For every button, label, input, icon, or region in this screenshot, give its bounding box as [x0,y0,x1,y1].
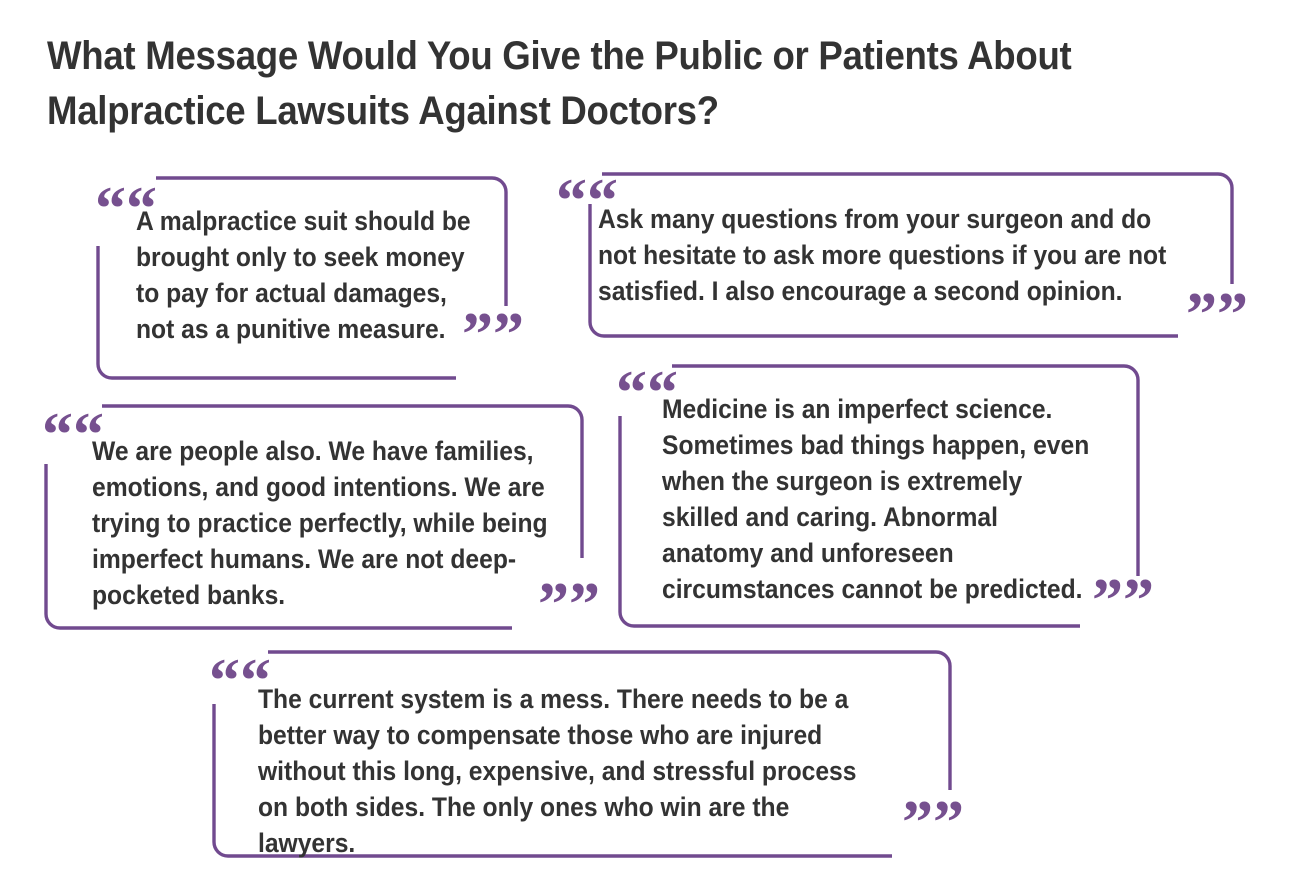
page-title: What Message Would You Give the Public o… [47,34,1072,134]
quote-card-2: “ Ask many questions from your surgeon a… [587,170,1248,346]
quote-open-mark-2: “ [556,170,618,232]
quote-text-5: The current system is a mess. There need… [258,684,857,858]
quote-open-mark-4: “ [616,362,678,424]
quote-open-mark-5: “ [209,650,271,712]
quote-card-1: “ A malpractice suit should be brought o… [95,176,524,380]
quote-close-mark-1: ” [462,304,524,366]
quote-close-mark-4: ” [1092,570,1154,632]
quote-close-mark-5: ” [902,792,964,854]
quote-text-2: Ask many questions from your surgeon and… [598,204,1167,306]
quote-card-3: “ We are people also. We have families, … [42,404,600,636]
quote-open-mark-1: “ [95,178,157,240]
quote-text-1: A malpractice suit should be brought onl… [136,206,471,344]
quote-card-5: “ The current system is a mess. There ne… [209,650,964,858]
quote-text-3: We are people also. We have families, em… [92,436,548,610]
quote-text-4: Medicine is an imperfect science. Someti… [662,394,1090,604]
quote-close-mark-3: ” [538,574,600,636]
quote-close-mark-2: ” [1186,284,1248,346]
quote-open-mark-3: “ [42,404,104,466]
quote-card-4: “ Medicine is an imperfect science. Some… [616,362,1154,632]
